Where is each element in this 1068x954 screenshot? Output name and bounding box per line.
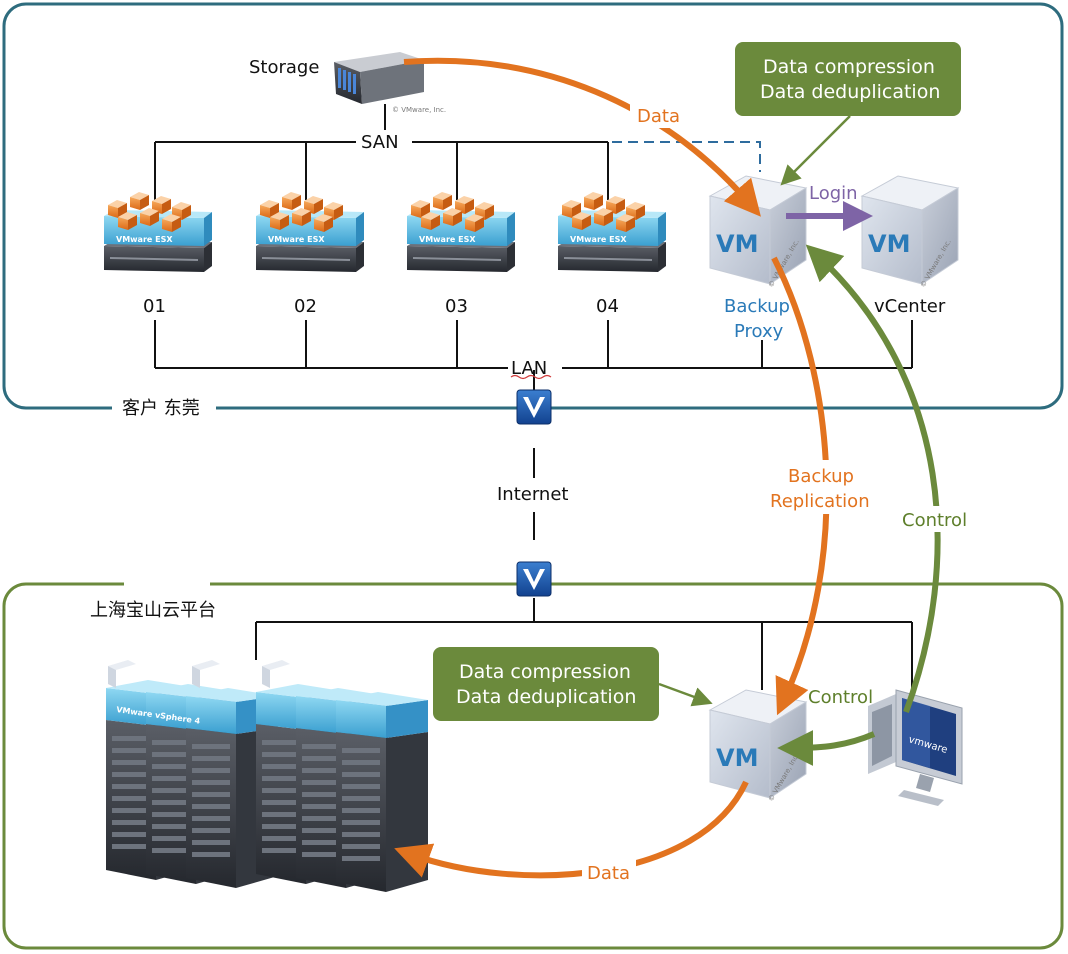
backup-proxy-vm-icon: VM © VMware, Inc. (709, 175, 807, 289)
svg-text:VMware ESX: VMware ESX (570, 235, 627, 244)
bottom-callout-pointer (658, 682, 713, 707)
esx-host-01: VMware ESX (104, 192, 212, 272)
top-callout-line1: Data compression (763, 56, 935, 78)
bottom-callout-line1: Data compression (459, 661, 631, 683)
svg-text:VMware ESX: VMware ESX (116, 235, 173, 244)
bottom-callout-line2: Data deduplication (456, 686, 636, 708)
top-callout-box (735, 42, 961, 116)
svg-text:VM: VM (716, 744, 758, 772)
top-callout-line2: Data deduplication (760, 81, 940, 103)
san-dashed-link (612, 141, 761, 172)
backup-replication-label-line1: Backup (788, 466, 854, 487)
cloud-proxy-vm-icon: VM © VMware, Inc. (709, 689, 807, 803)
esx-host-04: VMware ESX (558, 192, 666, 272)
esx-host-02: VMware ESX (256, 192, 364, 272)
backup-proxy-label-line1: Backup (724, 296, 790, 317)
svg-text:VMware ESX: VMware ESX (268, 235, 325, 244)
esx-host-03: VMware ESX (407, 192, 515, 272)
control-label-bottom: Control (808, 687, 873, 708)
data-flow-top-label: Data (637, 106, 680, 127)
cloud-site-label: 上海宝山云平台 (90, 600, 216, 621)
host-label-01: 01 (143, 296, 166, 317)
top-callout-pointer (780, 115, 851, 186)
host-label-03: 03 (445, 296, 468, 317)
vsphere-rack-cluster: VMware vSphere 4 (106, 660, 428, 892)
storage-server-icon: © VMware, Inc. (334, 52, 446, 114)
lan-network (154, 320, 913, 390)
svg-text:© VMware, Inc.: © VMware, Inc. (392, 106, 446, 114)
storage-label: Storage (249, 57, 319, 78)
control-label-right: Control (902, 510, 967, 531)
backup-replication-label-line2: Replication (770, 491, 870, 512)
control-arrow-bottom (777, 729, 876, 766)
lan-label: LAN (511, 358, 547, 379)
internet-label: Internet (497, 484, 568, 505)
san-label: SAN (361, 132, 399, 153)
bottom-callout-box (433, 647, 659, 721)
vcenter-vm-icon: VM © VMware, Inc. (861, 175, 959, 289)
svg-text:VM: VM (716, 230, 758, 258)
data-flow-top-arrow (403, 57, 761, 217)
cloud-gateway-icon (516, 561, 552, 597)
svg-text:VMware ESX: VMware ESX (419, 235, 476, 244)
control-arrow-right (805, 244, 941, 714)
data-flow-bottom-arrow (394, 780, 749, 879)
host-label-02: 02 (294, 296, 317, 317)
customer-gateway-icon (516, 389, 552, 425)
vmware-workstation-icon: vmware (868, 689, 963, 806)
svg-text:VM: VM (868, 230, 910, 258)
vcenter-label: vCenter (874, 296, 946, 317)
login-label: Login (809, 183, 858, 204)
backup-proxy-label-line2: Proxy (734, 321, 784, 342)
customer-site-label: 客户 东莞 (122, 398, 200, 419)
data-flow-bottom-label: Data (587, 863, 630, 884)
host-label-04: 04 (596, 296, 619, 317)
